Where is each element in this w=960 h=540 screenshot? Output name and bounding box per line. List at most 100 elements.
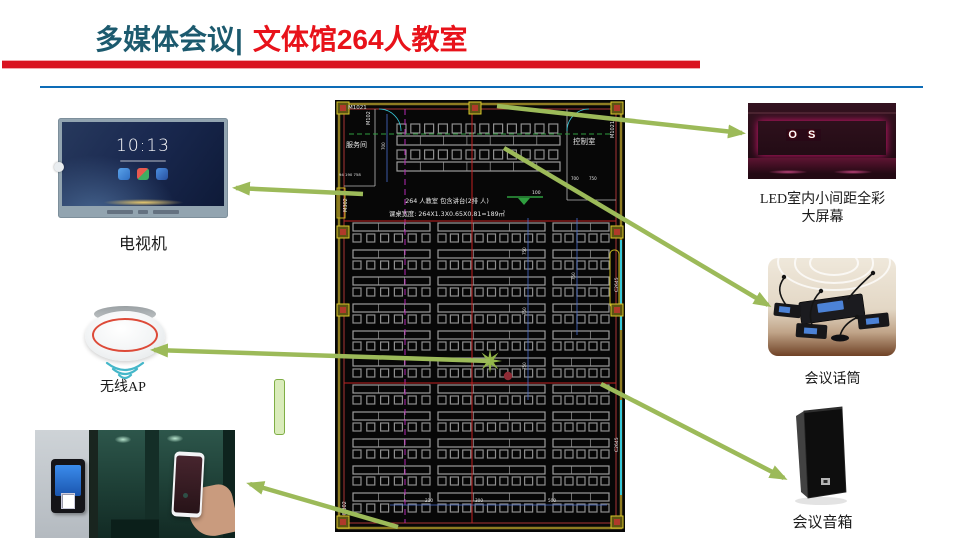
chair — [474, 503, 484, 513]
chair — [421, 422, 431, 432]
stage-floor — [748, 157, 896, 179]
stage-seat — [493, 149, 504, 160]
window-code: C2645 — [614, 437, 620, 452]
chair — [536, 422, 546, 432]
chair — [352, 368, 362, 378]
tv-image: 10:13 — [54, 118, 228, 218]
chair — [352, 422, 362, 432]
tv-date-line — [120, 160, 166, 162]
tv-screen: 10:13 — [62, 122, 224, 206]
chair — [474, 287, 484, 297]
chair — [449, 314, 459, 324]
chair — [437, 449, 447, 459]
chair — [499, 314, 509, 324]
door-code: M1021 — [348, 105, 367, 111]
chair — [536, 395, 546, 405]
chair — [552, 422, 562, 432]
page-title: 多媒体会议|文体馆264人教室 — [95, 18, 468, 58]
chair — [576, 476, 586, 486]
chair — [352, 287, 362, 297]
chair — [536, 341, 546, 351]
chair — [437, 503, 447, 513]
desk — [437, 438, 546, 448]
tv-app-icons — [62, 168, 224, 180]
chair — [379, 233, 390, 243]
plan-caption-line1: 264 人教室 包含讲台(2排 人) — [405, 196, 489, 205]
access-control-device — [51, 459, 85, 514]
dimension-text: 700 — [381, 142, 386, 150]
chair — [588, 503, 598, 513]
chair — [524, 503, 534, 513]
tv-label: 电视机 — [118, 236, 167, 253]
chair — [462, 287, 472, 297]
desk — [437, 303, 546, 313]
led-label-line2: 大屏幕 — [801, 210, 844, 225]
chair — [407, 449, 417, 459]
chair — [352, 449, 362, 459]
door-code: M302 — [343, 198, 349, 212]
chair — [536, 476, 546, 486]
scale-label: 100 — [532, 190, 541, 196]
speaker-label: 会议音箱 — [792, 515, 853, 531]
chair — [564, 368, 574, 378]
dimension-text: 750 — [589, 176, 597, 181]
chair — [421, 287, 431, 297]
desk — [352, 222, 431, 232]
dimension-text: 94 190 758 — [339, 172, 361, 177]
chair — [576, 368, 586, 378]
desk — [437, 465, 546, 475]
mic-units-illustration — [773, 270, 890, 342]
chair — [462, 314, 472, 324]
chair — [393, 287, 404, 297]
chair — [379, 449, 390, 459]
tv-speaker-grille — [107, 210, 133, 214]
chair — [511, 449, 521, 459]
stage-table — [396, 135, 561, 146]
chair — [393, 368, 404, 378]
chair — [511, 422, 521, 432]
chair — [524, 368, 534, 378]
star-marker-icon — [478, 349, 502, 373]
stage-seat — [423, 149, 435, 160]
dimension-text: 750 — [571, 272, 576, 280]
desk — [552, 357, 610, 367]
dimension-text: 500 — [548, 498, 556, 503]
chair — [462, 422, 472, 432]
chair — [474, 449, 484, 459]
chair — [486, 341, 497, 351]
chair — [524, 314, 534, 324]
whiteboard-app-icon — [118, 168, 130, 180]
chair — [486, 422, 497, 432]
chair — [552, 314, 562, 324]
ap-label: 无线AP — [100, 380, 146, 395]
chair — [437, 287, 447, 297]
stage-seat — [465, 149, 476, 160]
mic-label: 会议话筒 — [804, 372, 861, 387]
chair — [437, 422, 447, 432]
led-label-line1: LED室内小间距全彩 — [759, 192, 886, 207]
smartphone — [171, 450, 205, 518]
chair — [486, 260, 497, 270]
ceiling-light-spot — [115, 436, 131, 444]
stage-seat — [451, 123, 462, 134]
arrow-to-speaker — [599, 381, 788, 481]
desk — [352, 330, 431, 340]
chair — [379, 260, 390, 270]
chair — [437, 476, 447, 486]
door-access-photo — [35, 430, 235, 538]
stage-seat — [396, 123, 407, 134]
chair — [379, 314, 390, 324]
chair — [499, 395, 509, 405]
fingernail — [183, 492, 188, 498]
chair — [393, 233, 404, 243]
ceiling-light-spot — [167, 435, 183, 443]
chair — [600, 503, 610, 513]
chair — [366, 395, 376, 405]
chair — [486, 476, 497, 486]
dimension-text: 750 — [522, 362, 527, 370]
chair — [449, 395, 459, 405]
chair — [511, 395, 521, 405]
qr-code — [61, 492, 75, 509]
desk — [352, 276, 431, 286]
